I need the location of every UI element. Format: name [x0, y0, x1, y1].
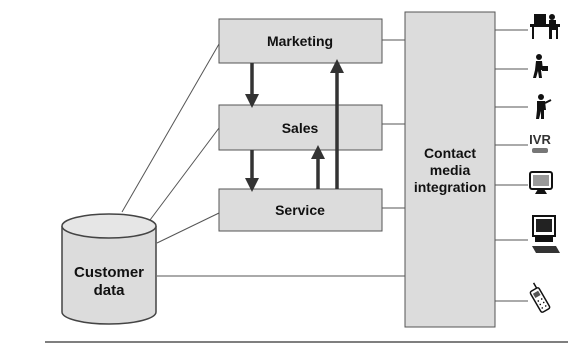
contact-label-line1: Contact	[424, 145, 476, 161]
marketing-label: Marketing	[267, 33, 333, 49]
contact-label-line2: media	[430, 162, 471, 178]
sales-label: Sales	[282, 120, 319, 136]
contact-media-integration-box: Contact media integration	[404, 11, 496, 328]
marketing-box: Marketing	[218, 18, 383, 64]
walking-person-icon	[533, 54, 548, 78]
channel-connectors	[495, 29, 528, 302]
person-with-phone-icon	[536, 94, 552, 119]
database-label-line1: Customer	[74, 264, 144, 281]
service-box: Service	[218, 188, 383, 232]
contact-label-line3: integration	[414, 179, 486, 195]
sales-box: Sales	[218, 104, 383, 151]
database-connectors	[121, 43, 405, 277]
customer-data-database: Customer data	[61, 213, 157, 325]
mobile-phone-icon	[529, 282, 551, 313]
service-label: Service	[275, 202, 325, 218]
ivr-label: IVR	[529, 132, 551, 147]
flow-arrows	[245, 59, 344, 192]
desk-worker-icon	[530, 14, 560, 39]
ivr-icon: IVR	[529, 132, 551, 153]
database-label-line2: data	[94, 282, 126, 299]
box-connectors	[382, 39, 405, 209]
computer-monitor-icon	[529, 171, 553, 194]
desktop-computer-icon	[532, 215, 560, 253]
